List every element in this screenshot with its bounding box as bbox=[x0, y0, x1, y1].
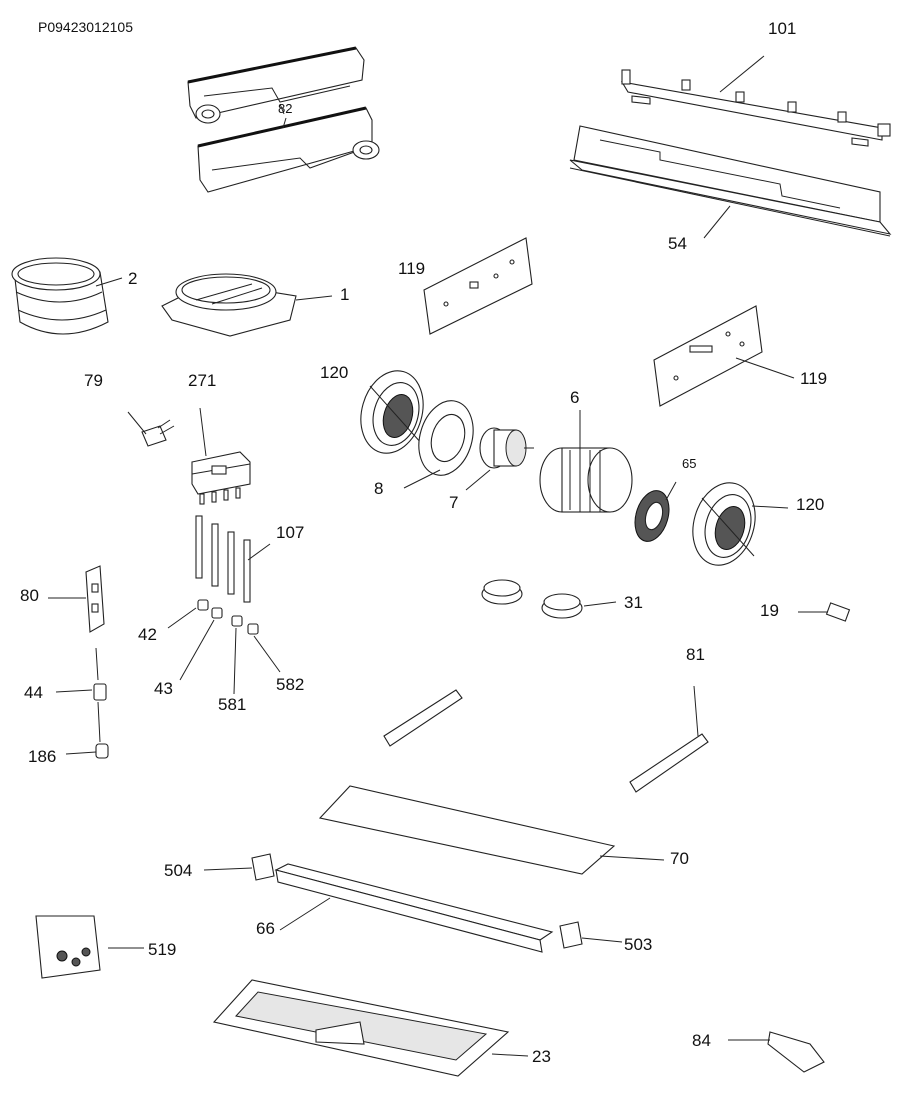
callout-labels: 101 82 54 2 1 119 119 79 271 120 6 65 8 … bbox=[20, 19, 827, 1066]
part-42-spacer bbox=[197, 599, 209, 611]
label-31: 31 bbox=[624, 593, 643, 612]
label-23: 23 bbox=[532, 1047, 551, 1066]
part-120-filter-left bbox=[360, 370, 424, 454]
part-120-filter-right bbox=[692, 482, 756, 566]
label-107: 107 bbox=[276, 523, 304, 542]
part-44-plug bbox=[93, 683, 107, 701]
part-43-spacer bbox=[211, 607, 223, 619]
part-54-hood-panel bbox=[569, 125, 892, 237]
part-84-tray bbox=[767, 1031, 825, 1073]
part-119-board-upper bbox=[423, 237, 533, 335]
part-504-clip bbox=[251, 853, 275, 881]
label-54: 54 bbox=[668, 234, 687, 253]
label-80: 80 bbox=[20, 586, 39, 605]
part-65-guard bbox=[634, 490, 670, 542]
label-8: 8 bbox=[374, 479, 383, 498]
part-slide-rail-left bbox=[383, 689, 463, 747]
label-82: 82 bbox=[278, 101, 292, 116]
part-79-connector bbox=[127, 411, 175, 447]
label-84: 84 bbox=[692, 1031, 711, 1050]
label-120-lower: 120 bbox=[796, 495, 824, 514]
part-6-blower-wheel bbox=[539, 447, 633, 513]
label-119-lower: 119 bbox=[800, 369, 827, 388]
label-44: 44 bbox=[24, 683, 43, 702]
label-504: 504 bbox=[164, 861, 192, 880]
document-id: P09423012105 bbox=[38, 19, 133, 35]
label-66: 66 bbox=[256, 919, 275, 938]
part-7-motor bbox=[479, 427, 534, 469]
label-186: 186 bbox=[28, 747, 56, 766]
part-582-spacer bbox=[247, 623, 259, 635]
label-65: 65 bbox=[682, 456, 696, 471]
label-43: 43 bbox=[154, 679, 173, 698]
label-2: 2 bbox=[128, 269, 137, 288]
part-581-spacer bbox=[231, 615, 243, 627]
part-1-adapter-plate bbox=[161, 273, 297, 337]
leader-lines bbox=[48, 55, 828, 1057]
part-66-front-channel bbox=[274, 863, 554, 953]
part-186-cap bbox=[95, 743, 109, 759]
part-101-rail bbox=[620, 69, 891, 147]
label-582: 582 bbox=[276, 675, 304, 694]
label-271: 271 bbox=[188, 371, 216, 390]
label-1: 1 bbox=[340, 285, 349, 304]
label-81: 81 bbox=[686, 645, 705, 664]
part-271-switch-block bbox=[191, 451, 251, 505]
part-23-filter-frame bbox=[212, 979, 510, 1077]
part-19-cylinder bbox=[825, 602, 851, 622]
label-119-upper: 119 bbox=[398, 259, 425, 278]
label-581: 581 bbox=[218, 695, 246, 714]
part-519-hardware-bag bbox=[35, 915, 101, 979]
part-31-knobs bbox=[481, 579, 583, 619]
part-80-bracket bbox=[85, 565, 105, 633]
part-8-ring-plate bbox=[418, 400, 474, 476]
label-42: 42 bbox=[138, 625, 157, 644]
part-70-glass-panel bbox=[318, 785, 616, 875]
part-81-slide-rail bbox=[629, 733, 709, 793]
label-6: 6 bbox=[570, 388, 579, 407]
part-2-duct-collar bbox=[11, 257, 109, 335]
part-107-rods bbox=[195, 515, 251, 603]
part-503-clip bbox=[559, 921, 583, 949]
label-120-upper: 120 bbox=[320, 363, 348, 382]
label-101: 101 bbox=[768, 19, 796, 38]
part-119-board-lower bbox=[653, 305, 763, 407]
label-79: 79 bbox=[84, 371, 103, 390]
label-7: 7 bbox=[449, 493, 458, 512]
label-19: 19 bbox=[760, 601, 779, 620]
part-82-brackets bbox=[187, 46, 380, 193]
label-503: 503 bbox=[624, 935, 652, 954]
label-70: 70 bbox=[670, 849, 689, 868]
label-519: 519 bbox=[148, 940, 176, 959]
